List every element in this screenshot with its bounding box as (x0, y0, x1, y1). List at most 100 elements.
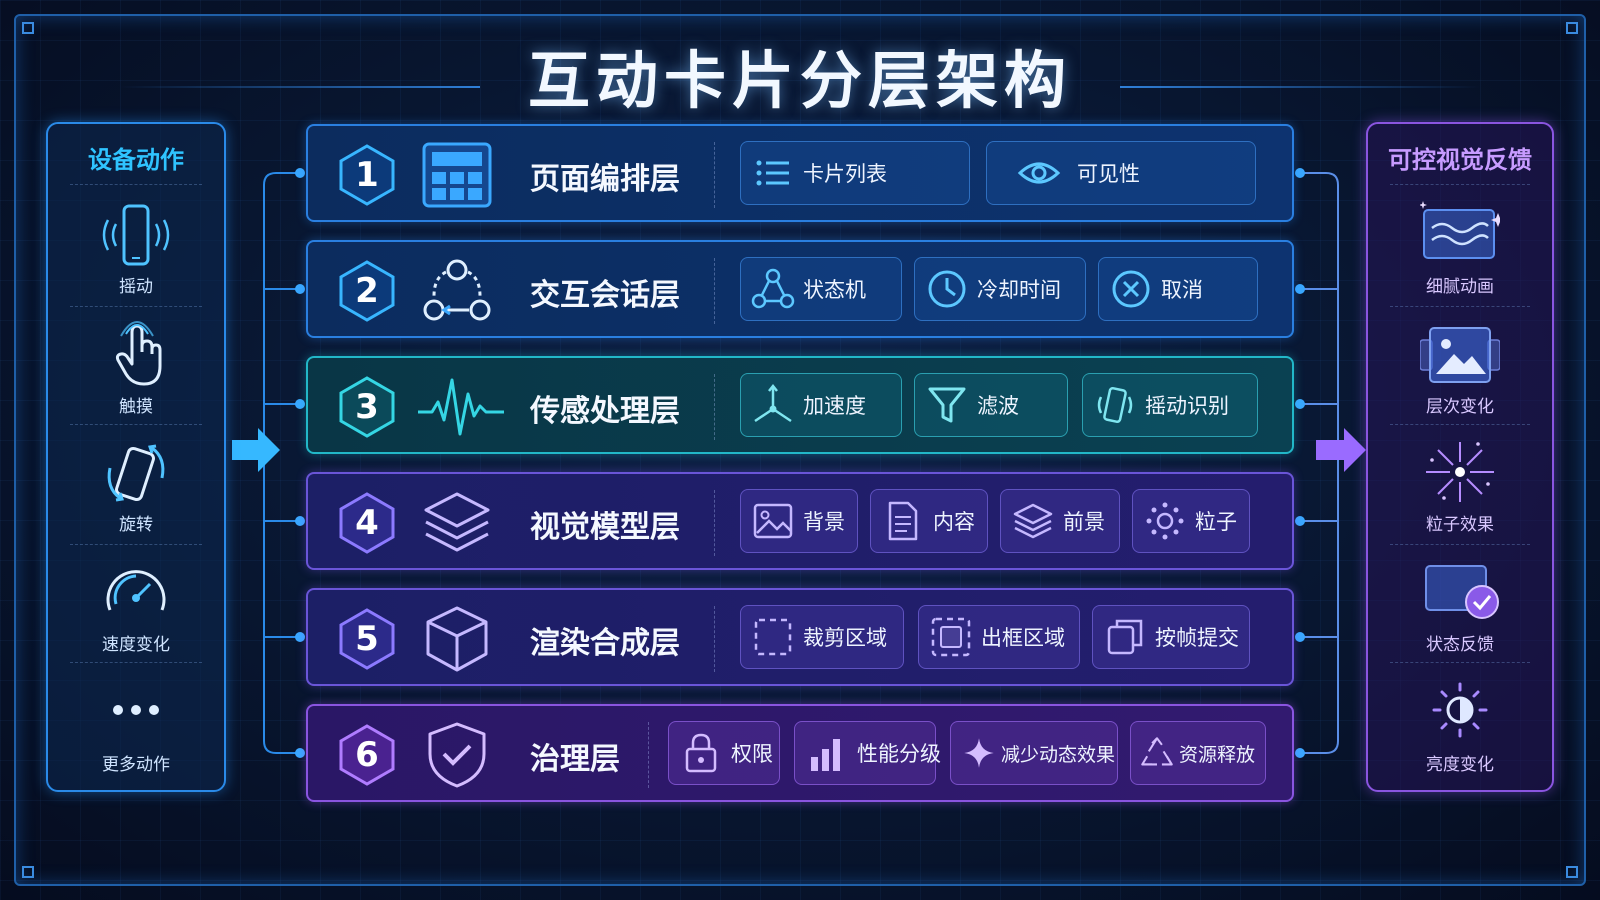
hand-touch-icon (115, 321, 162, 386)
chip-particles[interactable]: 粒子 (1132, 489, 1250, 553)
layer-number: 3 (355, 387, 379, 427)
document-icon (888, 501, 918, 541)
chip-label: 权限 (731, 742, 773, 766)
chip-performance-tier[interactable]: 性能分级 (794, 721, 941, 785)
device-actions-panel: 设备动作 摇动 触摸 旋转 (46, 122, 226, 792)
feedback-brightness[interactable]: 亮度变化 (1368, 670, 1552, 786)
divider (70, 662, 202, 664)
divider (1390, 662, 1530, 664)
chip-label: 裁剪区域 (803, 626, 887, 650)
feedback-animation[interactable]: 细腻动画 (1368, 192, 1552, 308)
visual-feedback-panel: 可控视觉反馈 细腻动画 层次变化 (1366, 122, 1554, 792)
divider (70, 424, 202, 426)
action-label: 更多动作 (102, 755, 170, 775)
frame-corner (1566, 22, 1578, 34)
chip-background[interactable]: 背景 (740, 489, 858, 553)
phone-shake-icon (102, 204, 170, 266)
hexagon-badge (339, 608, 395, 670)
layer-name: 传感处理层 (530, 394, 680, 429)
chip-frame-commit[interactable]: 按帧提交 (1092, 605, 1250, 669)
chip-reduce-motion[interactable]: 减少动态效果 (950, 721, 1118, 785)
chip-shake-detect[interactable]: 摇动识别 (1082, 373, 1258, 437)
chip-label: 状态机 (803, 278, 866, 302)
action-label: 摇动 (119, 277, 153, 297)
speedometer-icon (106, 570, 166, 611)
action-touch[interactable]: 触摸 (48, 312, 224, 428)
chip-acceleration[interactable]: 加速度 (740, 373, 902, 437)
action-rotate[interactable]: 旋转 (48, 430, 224, 546)
hexagon-badge (339, 492, 395, 554)
shield-check-icon (428, 722, 486, 788)
feedback-label: 粒子效果 (1426, 515, 1494, 535)
hexagon-badge (339, 376, 395, 438)
layer-name: 交互会话层 (530, 278, 680, 313)
frames-icon (1107, 619, 1143, 655)
row-divider (714, 606, 715, 672)
feedback-label: 状态反馈 (1426, 635, 1494, 655)
divider (70, 306, 202, 308)
layer-number: 1 (355, 155, 379, 195)
outer-frame (14, 14, 1586, 886)
visual-feedback-title: 可控视觉反馈 (1388, 146, 1532, 174)
row-divider (714, 142, 715, 208)
chip-content[interactable]: 内容 (870, 489, 988, 553)
cube-icon (426, 606, 488, 672)
feedback-label: 细腻动画 (1426, 277, 1494, 297)
layer-row-6[interactable]: 6 治理层 权限 性能分级 减少动态效果 资源释放 (306, 704, 1294, 802)
layer-number: 2 (355, 271, 379, 311)
more-dots-icon (113, 705, 159, 715)
chip-visibility[interactable]: 可见性 (986, 141, 1256, 205)
chip-cancel[interactable]: 取消 (1098, 257, 1258, 321)
particle-icon (1146, 502, 1184, 540)
stack-icon (1013, 503, 1053, 539)
row-divider (714, 258, 715, 324)
frame-corner (22, 866, 34, 878)
layer-row-3[interactable]: 3 传感处理层 加速度 滤波 摇动识别 (306, 356, 1294, 454)
divider (70, 184, 202, 186)
overflow-region-icon (931, 617, 971, 657)
axes-icon (754, 383, 792, 423)
layer-row-4[interactable]: 4 视觉模型层 背景 内容 前景 (306, 472, 1294, 570)
layer-name: 渲染合成层 (530, 626, 680, 661)
chip-filter[interactable]: 滤波 (914, 373, 1068, 437)
bar-chart-icon (811, 739, 840, 771)
divider (70, 544, 202, 546)
chip-label: 出框区域 (981, 626, 1065, 650)
chip-resource-release[interactable]: 资源释放 (1130, 721, 1266, 785)
particle-burst-icon (1426, 442, 1494, 502)
layer-row-2[interactable]: 2 交互会话层 状态机 冷却时间 取消 (306, 240, 1294, 338)
cancel-icon (1112, 270, 1150, 308)
chip-overflow-region[interactable]: 出框区域 (918, 605, 1080, 669)
action-shake[interactable]: 摇动 (48, 192, 224, 308)
clock-icon (928, 270, 966, 308)
feedback-status[interactable]: 状态反馈 (1368, 550, 1552, 666)
layer-row-1[interactable]: 1 页面编排层 卡片列表 可见性 (306, 124, 1294, 222)
hexagon-badge (339, 260, 395, 322)
chip-label: 内容 (933, 510, 975, 534)
action-label: 旋转 (119, 515, 153, 535)
chip-cooldown[interactable]: 冷却时间 (914, 257, 1086, 321)
phone-rotate-icon (107, 444, 165, 502)
chip-label: 加速度 (803, 394, 866, 418)
action-speed[interactable]: 速度变化 (48, 550, 224, 666)
layer-number: 4 (355, 503, 379, 543)
session-cycle-icon (423, 259, 491, 321)
divider (1390, 424, 1530, 426)
feedback-particles[interactable]: 粒子效果 (1368, 430, 1552, 546)
chip-label: 性能分级 (857, 742, 941, 766)
chip-crop-region[interactable]: 裁剪区域 (740, 605, 904, 669)
action-more[interactable]: 更多动作 (48, 670, 224, 786)
layer-row-5[interactable]: 5 渲染合成层 裁剪区域 出框区域 按帧提交 (306, 588, 1294, 686)
chip-permission[interactable]: 权限 (668, 721, 780, 785)
chip-state-machine[interactable]: 状态机 (740, 257, 902, 321)
eye-icon (1017, 162, 1061, 184)
crop-region-icon (754, 618, 792, 656)
layout-grid-icon (422, 142, 492, 208)
row-divider (648, 722, 649, 788)
chip-label: 滤波 (977, 394, 1019, 418)
chip-card-list[interactable]: 卡片列表 (740, 141, 970, 205)
feedback-layers[interactable]: 层次变化 (1368, 312, 1552, 428)
chip-label: 背景 (803, 510, 845, 534)
frame-corner (22, 22, 34, 34)
chip-foreground[interactable]: 前景 (1000, 489, 1120, 553)
